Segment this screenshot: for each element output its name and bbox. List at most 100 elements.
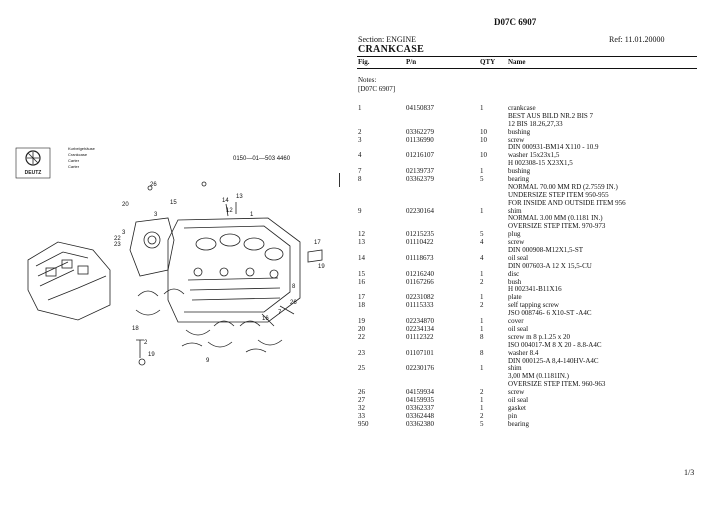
cell-name: washer 8.4 bbox=[508, 348, 539, 357]
cell-qty: 1 bbox=[480, 403, 484, 412]
table-row: DIN 007603-A 12 X 15,5-CU bbox=[358, 262, 698, 271]
cell-pn: 03362448 bbox=[406, 411, 434, 420]
svg-text:9: 9 bbox=[206, 358, 210, 364]
cell-name: screw m 8 p.1.25 x 20 bbox=[508, 332, 571, 341]
cell-name: DIN 000125-A 8,4-140HV-A4C bbox=[508, 356, 599, 365]
cell-qty: 5 bbox=[480, 419, 484, 428]
cell-name: cover bbox=[508, 317, 524, 326]
cell-qty: 1 bbox=[480, 104, 484, 112]
svg-text:26: 26 bbox=[150, 182, 157, 188]
cell-name: screw bbox=[508, 135, 525, 144]
cell-qty: 1 bbox=[480, 324, 484, 333]
cell-fig: 15 bbox=[358, 269, 365, 278]
cell-fig: 1 bbox=[358, 104, 362, 112]
cell-qty: 2 bbox=[480, 277, 484, 286]
cell-name: pin bbox=[508, 411, 517, 420]
cell-name: bearing bbox=[508, 175, 529, 184]
cell-pn: 03362279 bbox=[406, 127, 434, 136]
svg-text:3: 3 bbox=[154, 212, 158, 218]
cell-pn: 01110422 bbox=[406, 238, 434, 247]
cell-fig: 12 bbox=[358, 230, 365, 239]
callout-numbers: 26 15 14 13 20 12 3 22 23 1 17 19 18 19 … bbox=[114, 182, 325, 378]
svg-text:22: 22 bbox=[114, 236, 121, 242]
cell-name: H 002308-15 X23X1,5 bbox=[508, 159, 573, 168]
reference-label: Ref: 11.01.20000 bbox=[609, 35, 665, 44]
cell-name: disc bbox=[508, 269, 520, 278]
table-row: DIN 000125-A 8,4-140HV-A4C bbox=[358, 356, 698, 366]
cell-pn: 01115333 bbox=[406, 301, 434, 310]
cell-name: UNDERSIZE STEP ITEM 950-955 bbox=[508, 190, 609, 199]
svg-text:7: 7 bbox=[278, 310, 282, 316]
cell-name: BEST AUS BILD NR.2 BIS 7 bbox=[508, 111, 594, 120]
cell-fig: 4 bbox=[358, 151, 362, 160]
cell-name: NORMAL 70.00 MM RD (2.7559 IN.) bbox=[508, 182, 618, 191]
cell-qty: 5 bbox=[480, 175, 484, 184]
header-qty: QTY bbox=[480, 58, 496, 66]
cell-name: OVERSIZE STEP ITEM. 960-963 bbox=[508, 380, 606, 389]
cell-fig: 18 bbox=[358, 301, 365, 310]
cell-fig: 17 bbox=[358, 293, 365, 302]
table-row: UNDERSIZE STEP ITEM 950-955 bbox=[358, 190, 698, 200]
cell-fig: 950 bbox=[358, 419, 369, 428]
cell-pn: 03362379 bbox=[406, 175, 434, 184]
table-row: OVERSIZE STEP ITEM. 960-963 bbox=[358, 380, 698, 389]
cell-pn: 03362337 bbox=[406, 403, 434, 412]
divider bbox=[339, 173, 340, 187]
cell-pn: 02231082 bbox=[406, 293, 434, 302]
cell-name: ISO 004017-M 8 X 20 - 8.8-A4C bbox=[508, 340, 602, 349]
svg-text:1: 1 bbox=[250, 212, 254, 218]
cell-pn: 01112322 bbox=[406, 332, 434, 341]
svg-text:20: 20 bbox=[122, 202, 129, 208]
table-row: 8 03362379 5 bearing bbox=[358, 175, 698, 184]
svg-text:2: 2 bbox=[144, 340, 148, 346]
section-label: Section: ENGINE bbox=[358, 35, 416, 44]
cell-fig: 9 bbox=[358, 206, 362, 215]
table-row: 3,00 MM (0.1181IN.) bbox=[358, 372, 698, 381]
cell-qty: 4 bbox=[480, 238, 484, 247]
svg-text:23: 23 bbox=[114, 242, 121, 248]
header-name: Name bbox=[508, 58, 526, 66]
svg-text:17: 17 bbox=[314, 240, 321, 246]
cell-qty: 1 bbox=[480, 317, 484, 326]
table-row: DIN 000908-M12X1,5-ST bbox=[358, 246, 698, 255]
cell-name: shim bbox=[508, 206, 522, 215]
cell-fig: 8 bbox=[358, 175, 362, 184]
cell-pn: 01107101 bbox=[406, 348, 434, 357]
cell-qty: 8 bbox=[480, 332, 484, 341]
cell-name: self tapping screw bbox=[508, 301, 559, 310]
cell-name: gasket bbox=[508, 403, 526, 412]
cell-fig: 7 bbox=[358, 167, 362, 176]
cell-name: 3,00 MM (0.1181IN.) bbox=[508, 372, 569, 381]
notes-value: [D07C 6907] bbox=[358, 85, 396, 93]
cell-pn: 01118673 bbox=[406, 253, 434, 262]
cell-name: bush bbox=[508, 277, 522, 286]
cell-qty: 2 bbox=[480, 301, 484, 310]
cell-pn: 04159935 bbox=[406, 395, 434, 404]
cell-pn: 02234134 bbox=[406, 324, 434, 333]
legend-line: Kurbelgehäuse bbox=[68, 146, 95, 151]
svg-text:26: 26 bbox=[290, 300, 297, 306]
cell-fig: 19 bbox=[358, 317, 365, 326]
svg-text:19: 19 bbox=[148, 352, 155, 358]
cell-fig: 13 bbox=[358, 238, 365, 247]
cell-pn: 02230176 bbox=[406, 364, 434, 373]
cell-name: oil seal bbox=[508, 253, 529, 262]
cell-fig: 16 bbox=[358, 277, 365, 286]
cell-pn: 01215235 bbox=[406, 230, 434, 239]
cell-name: FOR INSIDE AND OUTSIDE ITEM 956 bbox=[508, 198, 626, 207]
table-row: ISO 004017-M 8 X 20 - 8.8-A4C bbox=[358, 340, 698, 350]
svg-text:14: 14 bbox=[222, 198, 229, 204]
cell-qty: 2 bbox=[480, 411, 484, 420]
